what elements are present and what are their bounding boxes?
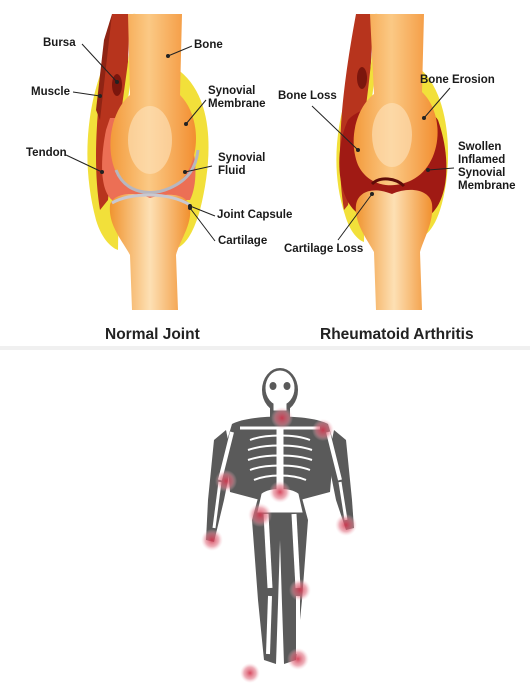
label-muscle: Muscle xyxy=(31,86,70,99)
label-joint-capsule: Joint Capsule xyxy=(217,209,292,222)
inflammation-marker-left-elbow xyxy=(215,470,237,492)
label-bone-loss: Bone Loss xyxy=(278,90,337,103)
caption-rheumatoid-arthritis: Rheumatoid Arthritis xyxy=(320,326,474,344)
inflammation-marker-right-ankle xyxy=(240,663,260,683)
inflammation-marker-pelvis xyxy=(269,481,291,503)
label-tendon: Tendon xyxy=(26,147,67,160)
label-cartilage-loss: Cartilage Loss xyxy=(284,243,363,256)
label-bursa: Bursa xyxy=(43,37,76,50)
inflammation-marker-right-wrist xyxy=(335,514,357,536)
inflammation-marker-right-hip xyxy=(248,503,272,527)
label-synovial-fluid: Synovial Fluid xyxy=(218,152,270,178)
label-bone: Bone xyxy=(194,39,223,52)
inflammation-marker-left-knee xyxy=(289,579,311,601)
inflammation-marker-left-shoulder xyxy=(312,419,334,441)
label-swollen-membrane: Swollen Inflamed Synovial Membrane xyxy=(458,141,526,193)
label-bone-erosion: Bone Erosion xyxy=(420,74,495,87)
inflammation-marker-left-ankle xyxy=(287,648,309,670)
caption-normal-joint: Normal Joint xyxy=(105,326,200,344)
inflammation-marker-left-wrist xyxy=(201,529,223,551)
inflammation-marker-neck xyxy=(271,407,293,429)
label-cartilage: Cartilage xyxy=(218,235,267,248)
label-synovial-membrane: Synovial Membrane xyxy=(208,85,278,111)
